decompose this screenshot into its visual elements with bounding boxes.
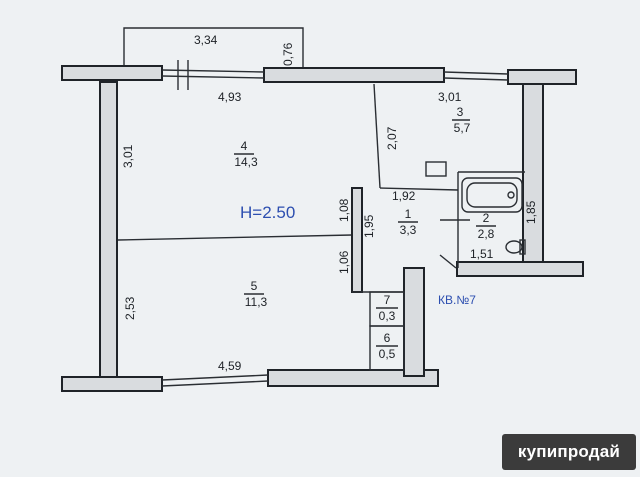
room-7-label: 7 0,3 [376,293,398,323]
dim-hall-left-upper: 1,08 [337,198,351,222]
toilet-icon [505,239,526,255]
dim-bath-width: 1,51 [470,247,494,261]
room-number: 3 [457,105,464,119]
interior-walls [117,83,525,377]
room-number: 2 [483,211,490,225]
bathtub-icon [461,177,523,213]
room-5-label: 5 11,3 [244,279,268,309]
dim-balcony-depth: 0,76 [281,42,295,66]
room-1-label: 1 3,3 [398,207,418,237]
room-number: 4 [241,139,248,153]
room-number: 6 [384,331,391,345]
dim-hall-width: 1,92 [392,189,416,203]
room-6-label: 6 0,5 [376,331,398,361]
room-area: 5,7 [454,121,471,135]
dim-room3-depth: 2,07 [385,126,399,150]
windows [161,60,509,387]
room-number: 1 [405,207,412,221]
room-area: 0,3 [379,309,396,323]
dim-room5-width: 4,59 [218,359,242,373]
balcony [123,27,304,68]
room-number: 7 [384,293,391,307]
exterior-walls [61,65,584,392]
room-4-label: 4 14,3 [234,139,258,169]
dim-room4-width: 4,93 [218,90,242,104]
dim-balcony-width: 3,34 [194,33,218,47]
room-area: 3,3 [400,223,417,237]
dim-hall-depth: 1,95 [362,214,376,238]
room-3-label: 3 5,7 [452,105,471,135]
room-area: 14,3 [234,155,258,169]
room-area: 2,8 [478,227,495,241]
sink-icon [425,161,447,177]
room-area: 11,3 [245,295,268,309]
dim-bath-depth: 1,85 [524,200,538,224]
room-area: 0,5 [379,347,396,361]
dim-room3-width: 3,01 [438,90,462,104]
dim-room4-depth: 3,01 [121,144,135,168]
room-2-label: 2 2,8 [476,211,496,241]
room-number: 5 [251,279,258,293]
dim-room5-depth: 2,53 [123,296,137,320]
watermark-logo: купипродай [502,434,636,470]
dim-hall-left-lower: 1,06 [337,250,351,274]
apartment-number-label: КВ.№7 [438,293,476,307]
ceiling-height-label: H=2.50 [240,203,295,222]
